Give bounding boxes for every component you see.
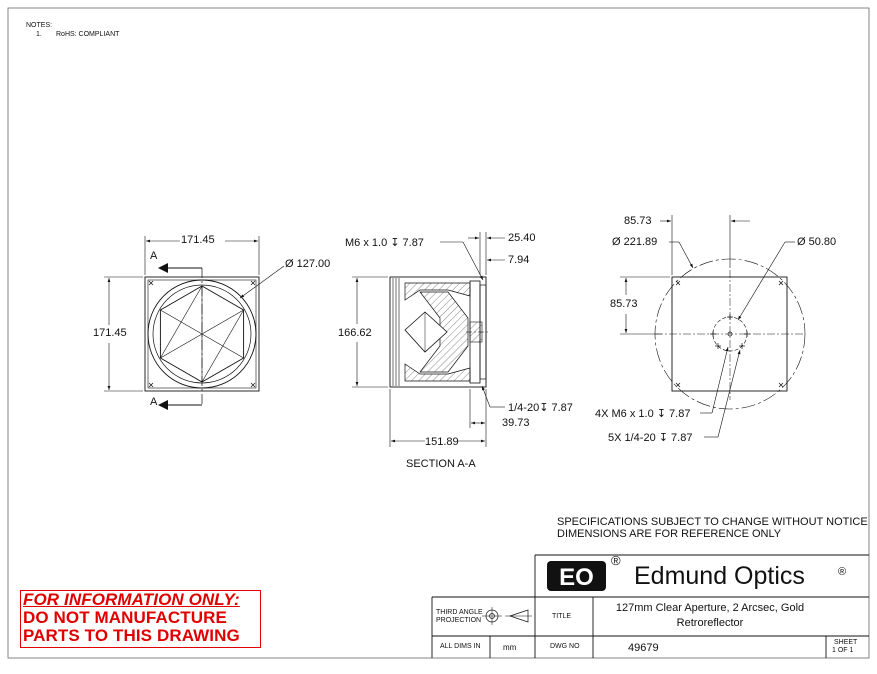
company-logo: EO — [547, 561, 606, 591]
company-registered-mark: ® — [838, 566, 847, 578]
front-view — [104, 236, 285, 406]
note-text: RoHS: COMPLIANT — [56, 31, 120, 38]
section-depth-dim: 39.73 — [502, 417, 530, 429]
section-dim-25-40: 25.40 — [508, 232, 536, 244]
sheet-label: SHEET — [834, 639, 858, 646]
rear-small-circle-dim: Ø 50.80 — [797, 236, 837, 248]
disclaimer-line1: SPECIFICATIONS SUBJECT TO CHANGE WITHOUT… — [557, 516, 868, 528]
front-width-dim: 171.45 — [181, 234, 215, 246]
title-block — [431, 554, 869, 658]
section-arrows — [158, 263, 168, 410]
sheet-value: 1 OF 1 — [832, 647, 854, 654]
rear-bolt-circle-dim: Ø 221.89 — [612, 236, 658, 248]
logo-text: EO — [559, 564, 594, 591]
prism — [404, 311, 448, 353]
notes-heading: NOTES: — [26, 22, 53, 29]
section-label: SECTION A-A — [406, 458, 476, 470]
front-height-dim: 171.45 — [93, 327, 127, 339]
front-outer-circle — [147, 279, 257, 389]
rear-holes-note-1: 4X M6 x 1.0 ↧ 7.87 — [595, 408, 691, 420]
drawing-title-line2: Retroreflector — [676, 617, 744, 629]
projection-label-2: PROJECTION — [436, 617, 482, 624]
rear-holes-note-2: 5X 1/4-20 ↧ 7.87 — [608, 432, 693, 444]
projection-label-1: THIRD ANGLE — [436, 609, 483, 616]
warning-box: FOR INFORMATION ONLY: DO NOT MANUFACTURE… — [20, 590, 261, 648]
warning-line2: DO NOT MANUFACTURE — [23, 608, 227, 627]
disclaimer-line2: DIMENSIONS ARE FOR REFERENCE ONLY — [557, 528, 782, 540]
rear-top-offset-dim: 85.73 — [624, 215, 652, 227]
title-label: TITLE — [552, 613, 572, 620]
front-aperture-dim: Ø 127.00 — [285, 258, 331, 270]
section-length-dim: 151.89 — [425, 436, 459, 448]
company-name: Edmund Optics — [634, 562, 805, 590]
drawing-title: 127mm Clear Aperture, 2 Arcsec, Gold Ret… — [594, 601, 826, 631]
dwg-label: DWG NO — [550, 643, 580, 650]
sheet-border — [7, 7, 870, 659]
note-number: 1. — [36, 31, 42, 38]
section-view — [352, 232, 505, 447]
section-mark-bottom: A — [150, 396, 158, 408]
rear-left-offset-dim: 85.73 — [610, 298, 638, 310]
logo-registered-mark: ® — [611, 553, 621, 568]
warning-line3: PARTS TO THIS DRAWING — [23, 626, 240, 645]
rear-view — [620, 215, 806, 438]
section-bottom-thread: 1/4-20↧ 7.87 — [508, 402, 573, 414]
warning-line1: FOR INFORMATION ONLY: — [23, 590, 240, 609]
section-height-dim: 166.62 — [338, 327, 372, 339]
section-dim-7-94: 7.94 — [508, 254, 530, 266]
units-label: ALL DIMS IN — [440, 643, 481, 650]
drawing-title-line1: 127mm Clear Aperture, 2 Arcsec, Gold — [615, 602, 805, 614]
dwg-number: 49679 — [628, 642, 659, 654]
units-value: mm — [503, 643, 517, 652]
section-thread-note: M6 x 1.0 ↧ 7.87 — [345, 237, 424, 249]
section-mark-top: A — [150, 250, 158, 262]
